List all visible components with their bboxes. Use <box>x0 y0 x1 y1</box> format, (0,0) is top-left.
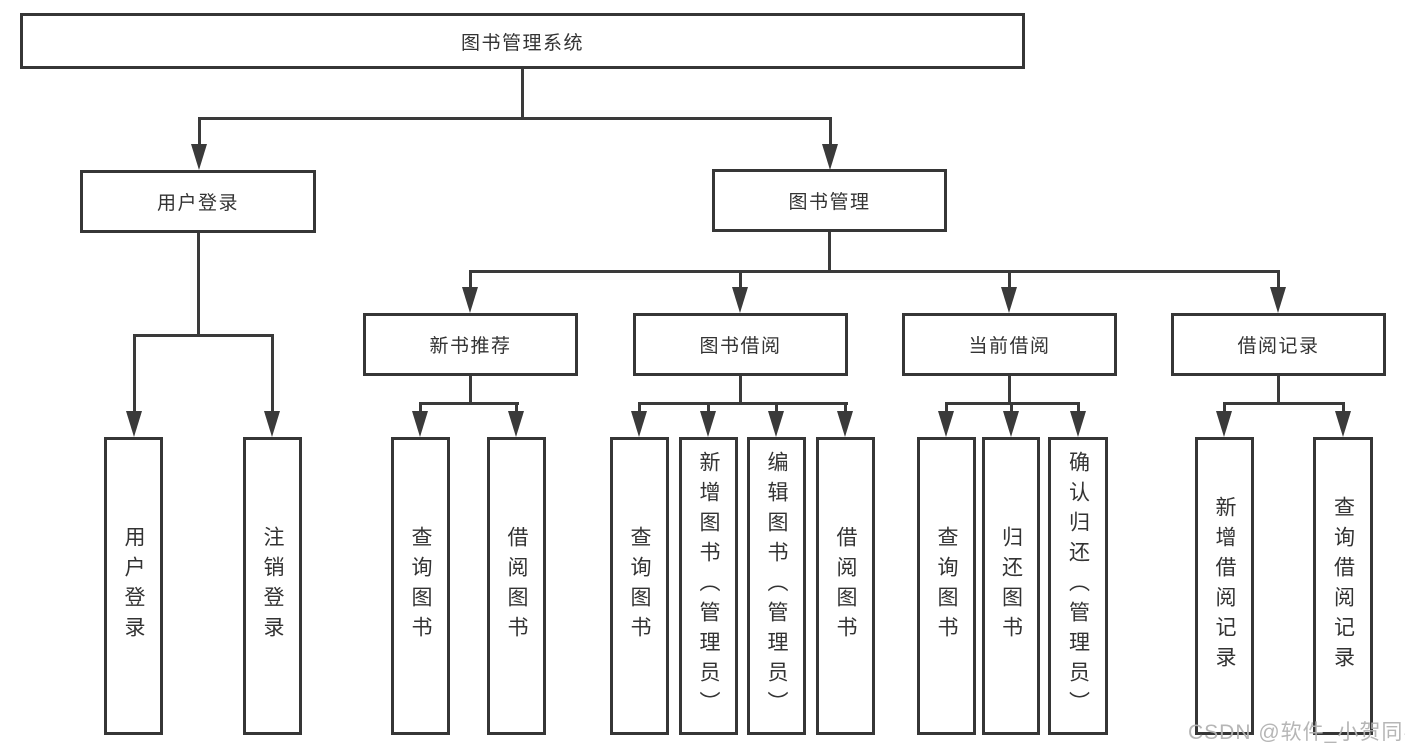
connector-root-branch <box>198 117 832 120</box>
leaf-user-login-label: 用户登录 <box>122 526 145 646</box>
node-book-borrowing: 图书借阅 <box>633 313 848 376</box>
arrowhead-down-icon <box>822 144 838 170</box>
arrowhead-down-icon <box>768 411 784 437</box>
leaf-user-login: 用户登录 <box>104 437 163 735</box>
connector-branch <box>1223 402 1345 405</box>
leaf-recommend-query-books: 查询图书 <box>391 437 450 735</box>
connector-arrow-line <box>945 402 948 415</box>
connector-login-branch <box>133 334 274 337</box>
leaf-borrow-query-books-label: 查询图书 <box>628 526 651 646</box>
node-root-label: 图书管理系统 <box>460 32 584 54</box>
connector-arrow-line <box>271 334 274 415</box>
leaf-current-query-books: 查询图书 <box>917 437 976 735</box>
node-book-borrowing-label: 图书借阅 <box>699 336 782 357</box>
arrowhead-down-icon <box>412 411 428 437</box>
connector-branch <box>419 402 519 405</box>
leaf-query-borrow-record-label: 查询借阅记录 <box>1331 496 1355 676</box>
leaf-return-books-label: 归还图书 <box>999 526 1023 646</box>
arrowhead-down-icon <box>700 411 716 437</box>
connector-arrow-line <box>198 117 201 148</box>
node-borrowing-records-label: 借阅记录 <box>1237 336 1320 357</box>
connector-arrow-line <box>775 402 778 415</box>
connector-branch <box>638 402 848 405</box>
node-new-book-recommend-label: 新书推荐 <box>429 336 512 357</box>
node-user-login: 用户登录 <box>80 170 316 233</box>
connector-arrow-line <box>419 402 422 415</box>
arrowhead-down-icon <box>1003 411 1019 437</box>
arrowhead-down-icon <box>1270 287 1286 313</box>
leaf-recommend-borrow-books-label: 借阅图书 <box>505 526 528 646</box>
leaf-edit-books-admin: 编辑图书（管理员） <box>747 437 806 735</box>
leaf-borrow-query-books: 查询图书 <box>610 437 669 735</box>
leaf-recommend-borrow-books: 借阅图书 <box>487 437 546 735</box>
connector-arrow-line <box>844 402 847 415</box>
arrowhead-down-icon <box>837 411 853 437</box>
connector-stem <box>1277 376 1280 405</box>
connector-arrow-line <box>707 402 710 415</box>
leaf-borrow-books-label: 借阅图书 <box>834 526 857 646</box>
connector-stem <box>739 376 742 405</box>
connector-root-stem <box>521 69 524 120</box>
leaf-current-query-books-label: 查询图书 <box>935 526 958 646</box>
connector-arrow-line <box>469 270 472 292</box>
arrowhead-down-icon <box>732 287 748 313</box>
node-current-borrowing-label: 当前借阅 <box>968 336 1051 357</box>
node-book-management-label: 图书管理 <box>788 192 871 213</box>
node-borrowing-records: 借阅记录 <box>1171 313 1386 376</box>
leaf-add-borrow-record: 新增借阅记录 <box>1195 437 1254 735</box>
connector-arrow-line <box>638 402 641 415</box>
connector-management-stem <box>828 232 831 273</box>
leaf-logout-label: 注销登录 <box>261 526 284 646</box>
connector-login-stem <box>197 233 200 337</box>
leaf-confirm-return-admin: 确认归还（管理员） <box>1048 437 1108 735</box>
node-current-borrowing: 当前借阅 <box>902 313 1117 376</box>
arrowhead-down-icon <box>1070 411 1086 437</box>
leaf-logout: 注销登录 <box>243 437 302 735</box>
arrowhead-down-icon <box>191 144 207 170</box>
leaf-add-books-admin-label: 新增图书（管理员） <box>697 451 720 721</box>
node-book-management: 图书管理 <box>712 169 947 232</box>
arrowhead-down-icon <box>462 287 478 313</box>
leaf-return-books: 归还图书 <box>982 437 1040 735</box>
arrowhead-down-icon <box>631 411 647 437</box>
leaf-query-borrow-record: 查询借阅记录 <box>1313 437 1373 735</box>
csdn-watermark: CSDN @软件_小贺同学 <box>1188 721 1405 744</box>
arrowhead-down-icon <box>1001 287 1017 313</box>
node-root: 图书管理系统 <box>20 13 1025 69</box>
leaf-add-borrow-record-label: 新增借阅记录 <box>1213 496 1236 676</box>
arrowhead-down-icon <box>126 411 142 437</box>
connector-arrow-line <box>515 402 518 415</box>
arrowhead-down-icon <box>1335 411 1351 437</box>
connector-arrow-line <box>133 334 136 415</box>
connector-management-branch <box>469 270 1280 273</box>
connector-arrow-line <box>1342 402 1345 415</box>
connector-stem <box>1008 376 1011 405</box>
connector-arrow-line <box>739 270 742 292</box>
node-new-book-recommend: 新书推荐 <box>363 313 578 376</box>
arrowhead-down-icon <box>508 411 524 437</box>
node-user-login-label: 用户登录 <box>156 193 239 214</box>
connector-arrow-line <box>829 117 832 148</box>
connector-arrow-line <box>1223 402 1226 415</box>
leaf-recommend-query-books-label: 查询图书 <box>409 526 432 646</box>
leaf-edit-books-admin-label: 编辑图书（管理员） <box>765 451 788 721</box>
leaf-borrow-books: 借阅图书 <box>816 437 875 735</box>
arrowhead-down-icon <box>264 411 280 437</box>
leaf-confirm-return-admin-label: 确认归还（管理员） <box>1066 451 1090 721</box>
connector-arrow-line <box>1008 270 1011 292</box>
connector-stem <box>469 376 472 405</box>
connector-arrow-line <box>1010 402 1013 415</box>
connector-arrow-line <box>1077 402 1080 415</box>
arrowhead-down-icon <box>938 411 954 437</box>
leaf-add-books-admin: 新增图书（管理员） <box>679 437 738 735</box>
connector-arrow-line <box>1277 270 1280 292</box>
arrowhead-down-icon <box>1216 411 1232 437</box>
